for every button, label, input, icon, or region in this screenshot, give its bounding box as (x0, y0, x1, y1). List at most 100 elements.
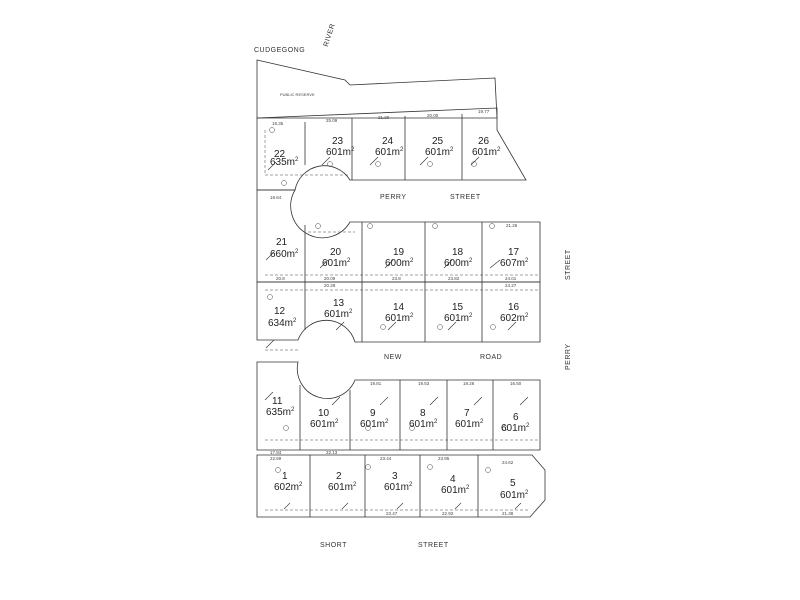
dim: 19.81 (370, 381, 382, 386)
lot-4[interactable]: 4 601m2 (441, 474, 470, 496)
dim: 20.8 (276, 276, 285, 281)
lot-number: 17 (508, 247, 520, 258)
perry-street-top-label-2: STREET (450, 194, 481, 201)
public-reserve-label: PUBLIC RESERVE (280, 92, 315, 97)
lot-area: 601m2 (322, 258, 351, 269)
dim: 19.53 (418, 381, 430, 386)
lot-area: 601m2 (500, 490, 529, 501)
lot-area: 601m2 (324, 309, 353, 320)
lot-number: 4 (450, 474, 456, 485)
lot-area: 601m2 (328, 482, 357, 493)
lot-16[interactable]: 16 602m2 (500, 302, 529, 324)
dim: 24.01 (505, 276, 517, 281)
lot-19[interactable]: 19 600m2 (385, 247, 414, 269)
lot-area: 601m2 (360, 419, 389, 430)
lot-20[interactable]: 20 601m2 (322, 247, 351, 269)
dim: 19.77 (478, 109, 490, 114)
dim: 16.50 (510, 381, 522, 386)
lot-number: 19 (393, 247, 405, 258)
lot-11[interactable]: 11 635m2 (266, 396, 295, 418)
lot-area: 601m2 (310, 419, 339, 430)
lot-8[interactable]: 8 601m2 (409, 408, 438, 430)
lot-area: 602m2 (500, 313, 529, 324)
new-road-label-2: ROAD (480, 354, 502, 361)
river-label: RIVER (323, 23, 337, 48)
dim: 23.44 (380, 456, 392, 461)
lot-23[interactable]: 23 601m2 (326, 136, 355, 158)
lot-area: 600m2 (385, 258, 414, 269)
lot-10[interactable]: 10 601m2 (310, 408, 339, 430)
lot-number: 23 (332, 136, 344, 147)
lot-area: 601m2 (385, 313, 414, 324)
lot-number: 21 (276, 237, 288, 248)
lot-number: 15 (452, 302, 464, 313)
dim: 21.20 (378, 115, 390, 120)
lot-number: 2 (336, 471, 342, 482)
lot-number: 20 (330, 247, 342, 258)
lot-number: 11 (272, 396, 283, 407)
lot-area: 601m2 (409, 419, 438, 430)
survey-markers (267, 127, 508, 473)
dim: 20.28 (324, 283, 336, 288)
survey-arrows (264, 156, 529, 510)
dim: 17.84 (270, 450, 282, 455)
lot-2[interactable]: 2 601m2 (328, 471, 357, 493)
dim: 18.64 (270, 195, 282, 200)
lot-area: 601m2 (425, 147, 454, 158)
lot-18[interactable]: 18 600m2 (444, 247, 473, 269)
dim: 21.26 (506, 223, 518, 228)
dim: 22.92 (442, 511, 454, 516)
lot-17[interactable]: 17 607m2 (500, 247, 529, 269)
lot-area: 601m2 (375, 147, 404, 158)
lot-6[interactable]: 6 601m2 (501, 412, 530, 434)
lot-area: 601m2 (455, 419, 484, 430)
lot-number: 5 (510, 478, 516, 489)
dim: 22.13 (326, 450, 338, 455)
lot-area: 635m2 (270, 157, 299, 168)
lot-number: 9 (370, 408, 376, 419)
lot-area: 634m2 (268, 318, 297, 329)
perry-street-right-label-1: STREET (565, 249, 572, 280)
lot-area: 602m2 (274, 482, 303, 493)
dim: 23.82 (448, 276, 460, 281)
lot-number: 24 (382, 136, 394, 147)
lot-number: 8 (420, 408, 426, 419)
setback-lines (264, 130, 540, 511)
lot-labels: 22 635m2 23 601m2 24 601m2 25 601m2 26 6… (266, 136, 530, 501)
dim: 19.35 (272, 121, 284, 126)
lot-12[interactable]: 12 634m2 (268, 306, 297, 329)
lot-1[interactable]: 1 602m2 (274, 471, 303, 493)
lot-5[interactable]: 5 601m2 (500, 478, 529, 501)
lot-area: 601m2 (326, 147, 355, 158)
lot-14[interactable]: 14 601m2 (385, 302, 414, 324)
lot-7[interactable]: 7 601m2 (455, 408, 484, 430)
new-road-label-1: NEW (384, 354, 402, 361)
short-street-label-1: SHORT (320, 542, 347, 549)
cudgegong-label: CUDGEGONG (254, 47, 305, 54)
lot-number: 18 (452, 247, 464, 258)
lot-3[interactable]: 3 601m2 (384, 471, 413, 493)
lot-number: 10 (318, 408, 330, 419)
lot-number: 14 (393, 302, 405, 313)
dim: 25.09 (326, 118, 338, 123)
lot-9[interactable]: 9 601m2 (360, 408, 389, 430)
lot-area: 601m2 (501, 423, 530, 434)
perry-street-right-label-2: PERRY (565, 344, 572, 371)
lot-area: 601m2 (384, 482, 413, 493)
lot-15[interactable]: 15 601m2 (444, 302, 473, 324)
lot-26[interactable]: 26 601m2 (472, 136, 501, 158)
lot-21[interactable]: 21 660m2 (270, 237, 299, 260)
lot-24[interactable]: 24 601m2 (375, 136, 404, 158)
lot-22[interactable]: 22 635m2 (270, 149, 299, 168)
lot-area: 601m2 (444, 313, 473, 324)
lot-area: 635m2 (266, 407, 295, 418)
lot-number: 3 (392, 471, 398, 482)
lot-boundaries (256, 107, 546, 518)
lot-number: 12 (274, 306, 286, 317)
dim: 21.38 (502, 511, 514, 516)
lot-25[interactable]: 25 601m2 (425, 136, 454, 158)
short-street-label-2: STREET (418, 542, 449, 549)
lot-number: 6 (513, 412, 519, 423)
lot-number: 1 (282, 471, 288, 482)
lot-13[interactable]: 13 601m2 (324, 298, 353, 320)
